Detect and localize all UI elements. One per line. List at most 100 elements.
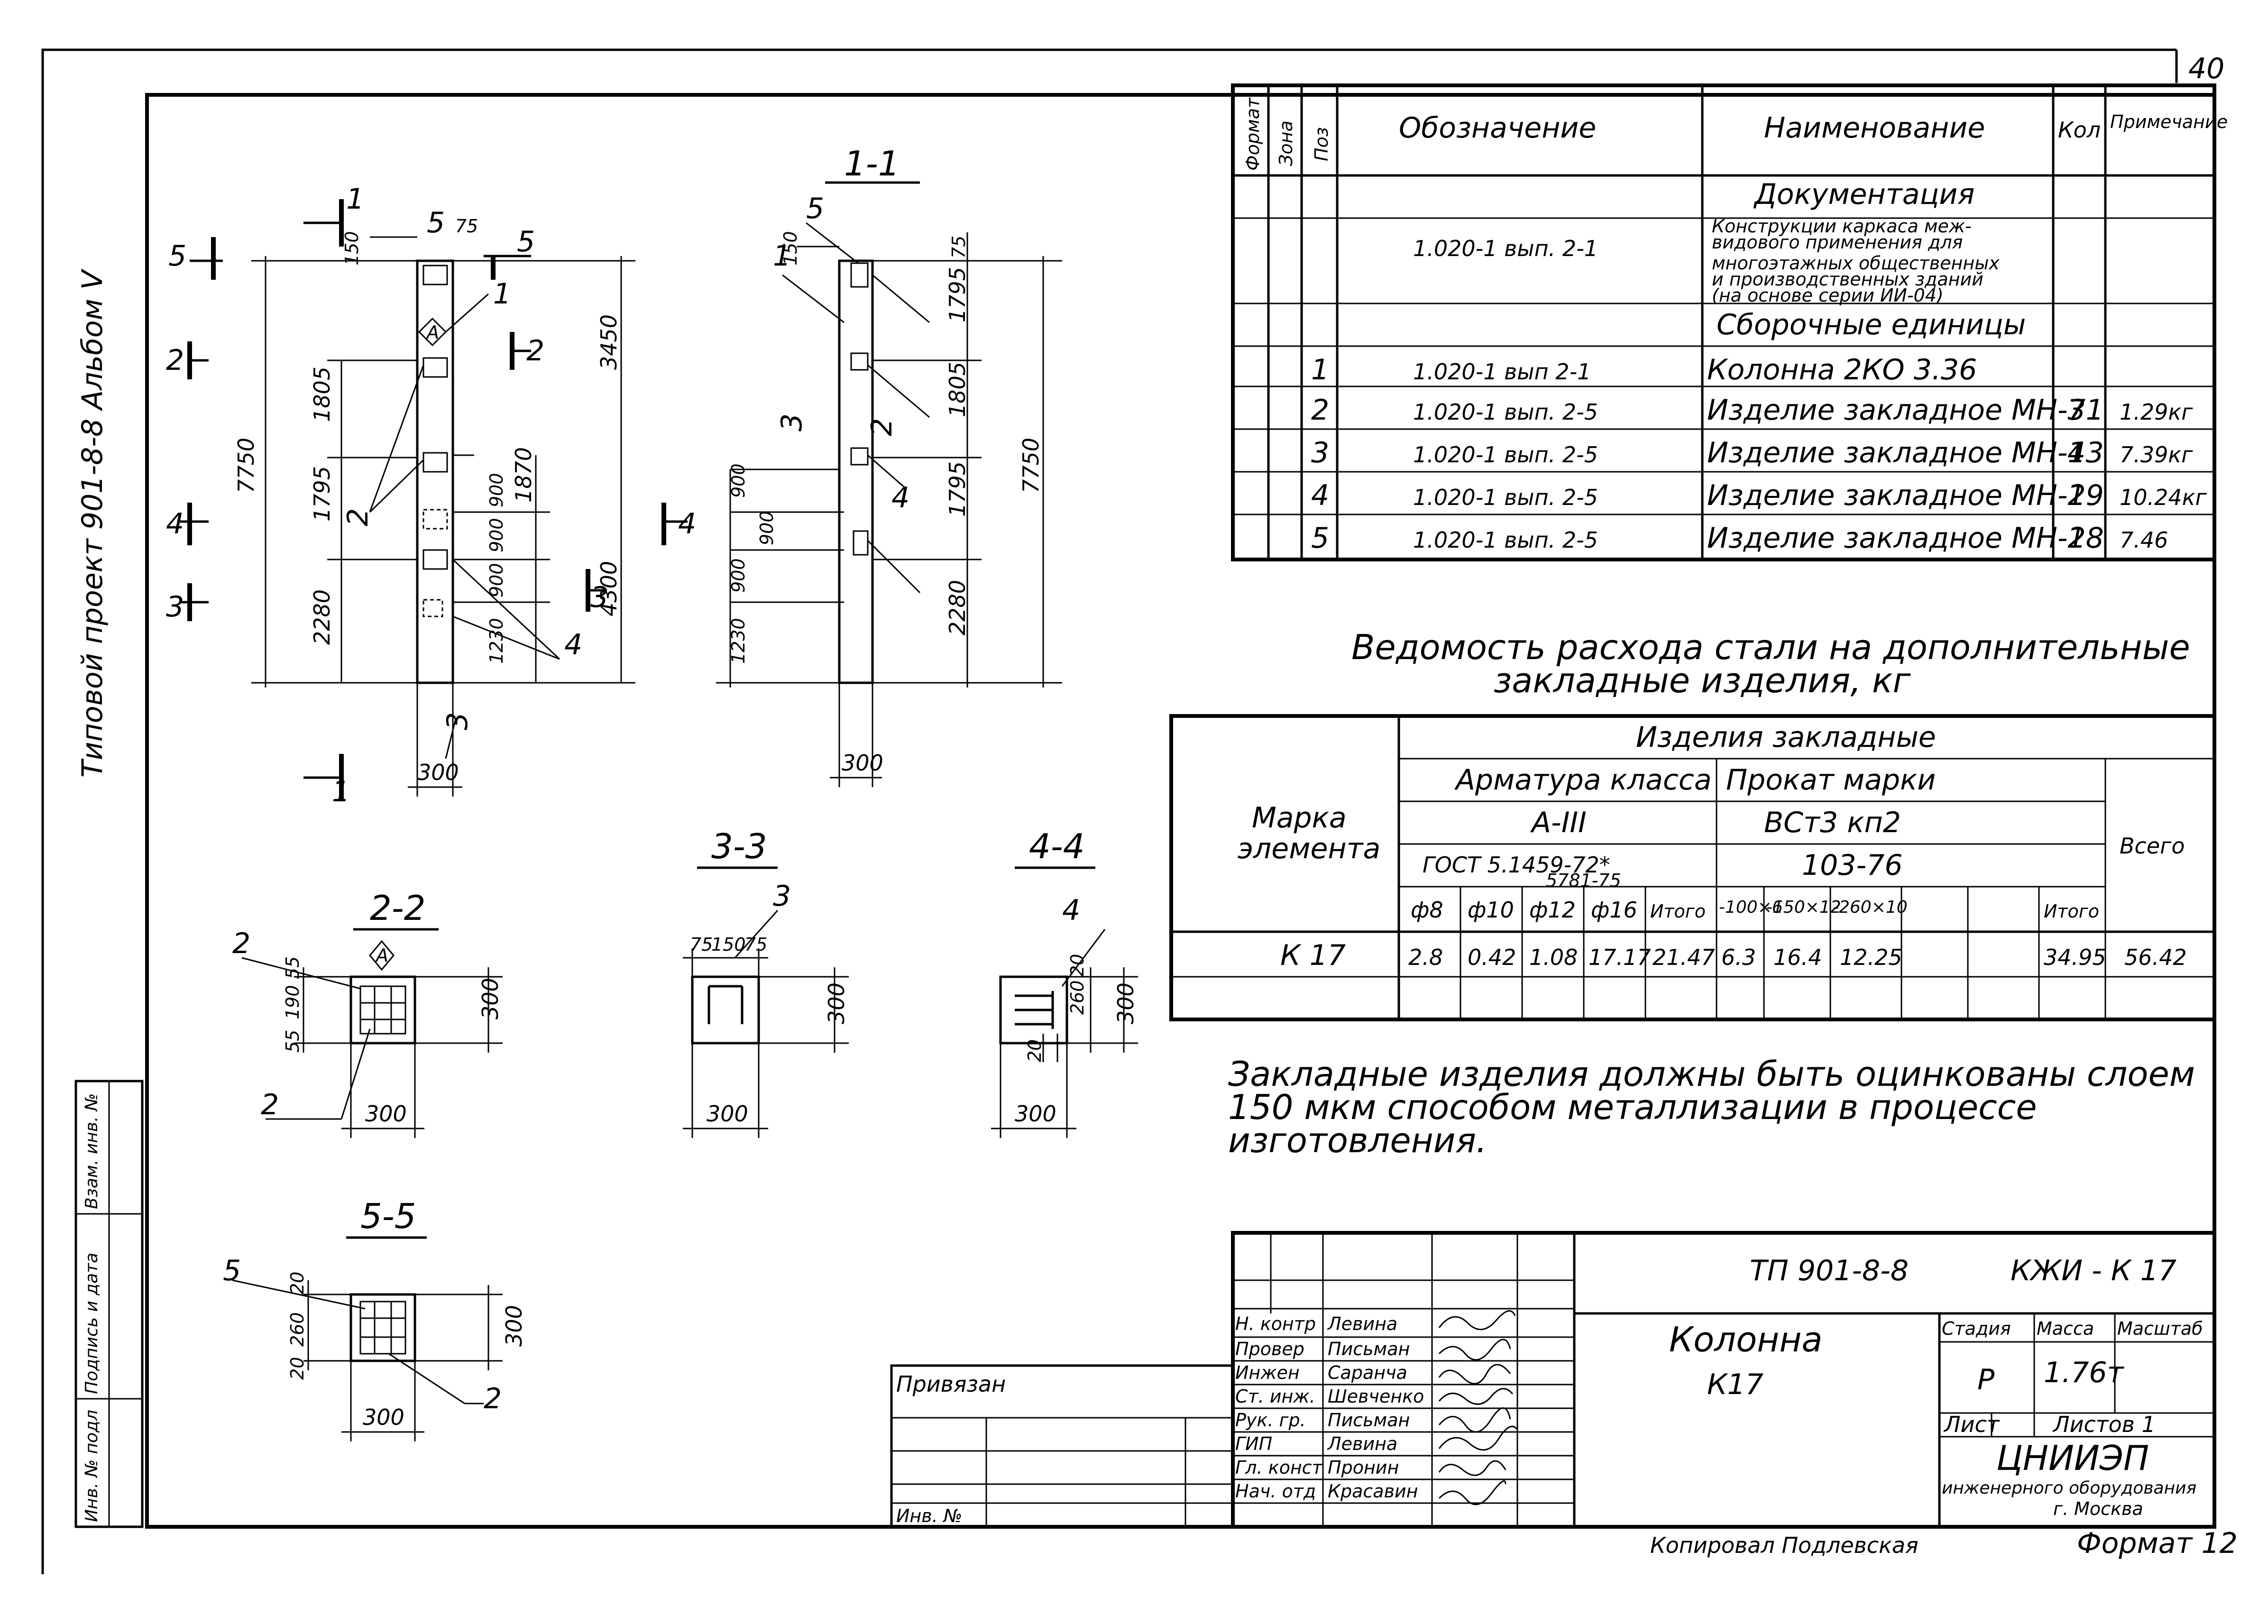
svg-text:75: 75 (455, 216, 478, 237)
svg-text:3: 3 (773, 880, 791, 913)
svg-text:1795: 1795 (309, 466, 335, 522)
svg-text:Левина: Левина (1327, 1313, 1397, 1334)
svg-text:5: 5 (1311, 522, 1329, 555)
svg-text:Формат: Формат (1242, 97, 1263, 171)
svg-text:Прокат марки: Прокат марки (1726, 763, 1936, 797)
signature (1438, 1339, 1511, 1361)
svg-text:1: 1 (2067, 522, 2085, 555)
svg-text:Инжен: Инжен (1235, 1362, 1300, 1383)
svg-text:К17: К17 (1707, 1368, 1763, 1401)
svg-text:и производственных зданий: и производственных зданий (1712, 269, 1983, 290)
section-4-4: 4-4 4 20 260 20 300 300 (991, 826, 1139, 1138)
svg-text:55: 55 (282, 956, 303, 979)
svg-text:Стадия: Стадия (1942, 1318, 2011, 1339)
svg-text:5: 5 (517, 225, 535, 258)
svg-text:Марка: Марка (1252, 801, 1347, 835)
section-3-3: 3-3 75 150 75 3 300 300 (683, 826, 849, 1138)
album-label: Типовой проект 901-8-8 Альбом V (76, 268, 109, 778)
svg-text:10.24кг: 10.24кг (2120, 485, 2207, 510)
svg-text:Взам. инв. №: Взам. инв. № (82, 1093, 101, 1209)
section-2-2: 2-2 А 2 2 55 190 55 300 300 (232, 888, 503, 1138)
note-text: Закладные изделия должны быть оцинкованы… (1228, 1054, 2195, 1160)
svg-text:150: 150 (341, 231, 362, 266)
spec-row: 5 1.020-1 вып. 2-5 Изделие закладное МН-… (1311, 522, 2168, 555)
signature (1438, 1480, 1506, 1505)
callout-a: А (425, 322, 439, 343)
svg-text:7.46: 7.46 (2120, 527, 2168, 553)
svg-text:4: 4 (2067, 436, 2085, 469)
svg-text:20: 20 (287, 1357, 308, 1380)
svg-text:75: 75 (690, 934, 713, 955)
svg-text:260: 260 (287, 1312, 308, 1347)
svg-text:ф12: ф12 (1529, 897, 1576, 923)
svg-text:1.020-1 вып 2-1: 1.020-1 вып 2-1 (1413, 359, 1591, 385)
svg-text:Подпись и дата: Подпись и дата (82, 1253, 101, 1394)
svg-text:1: 1 (2067, 479, 2085, 512)
svg-text:5781-75: 5781-75 (1546, 870, 1621, 891)
section-5-5: 5-5 5 2 20 260 20 300 300 (223, 1196, 527, 1441)
svg-text:Инв. №: Инв. № (896, 1505, 962, 1526)
svg-text:Итого: Итого (1650, 901, 1706, 922)
svg-text:2: 2 (484, 1382, 502, 1415)
svg-text:видового применения для: видового применения для (1712, 232, 1963, 253)
svg-text:изготовления.: изготовления. (1228, 1120, 1487, 1160)
svg-text:К 17: К 17 (1280, 939, 1346, 972)
svg-text:260: 260 (1067, 980, 1088, 1015)
svg-text:1795: 1795 (945, 461, 970, 517)
svg-text:3: 3 (590, 581, 608, 614)
signature (1438, 1388, 1514, 1405)
svg-text:Конструкции каркаса меж-: Конструкции каркаса меж- (1712, 216, 1972, 237)
svg-text:1230: 1230 (728, 618, 749, 664)
outer-frame (41, 48, 2176, 1574)
svg-text:900: 900 (756, 511, 777, 545)
svg-text:4-4: 4-4 (1029, 826, 1085, 866)
svg-text:А: А (375, 945, 388, 966)
svg-text:300: 300 (824, 982, 849, 1024)
spec-row: 4 1.020-1 вып. 2-5 Изделие закладное МН-… (1311, 479, 2207, 512)
svg-text:4: 4 (678, 507, 696, 541)
svg-text:ГОСТ 5.1459-72*: ГОСТ 5.1459-72* (1423, 852, 1610, 878)
svg-text:21.47: 21.47 (1653, 945, 1715, 970)
svg-text:190: 190 (282, 985, 303, 1019)
svg-text:55: 55 (282, 1030, 303, 1053)
svg-text:Саранча: Саранча (1328, 1362, 1407, 1383)
signature (1438, 1364, 1511, 1385)
svg-text:7750: 7750 (1018, 438, 1044, 493)
svg-text:20: 20 (1024, 1039, 1045, 1062)
svg-text:2: 2 (865, 418, 899, 436)
signature (1438, 1310, 1516, 1330)
svg-text:Н. контр: Н. контр (1235, 1313, 1316, 1334)
svg-text:2-2: 2-2 (370, 888, 426, 928)
svg-text:Обозначение: Обозначение (1399, 111, 1596, 145)
svg-text:Примечание: Примечание (2110, 111, 2228, 132)
svg-text:300: 300 (363, 1404, 404, 1430)
svg-text:ф16: ф16 (1591, 897, 1637, 923)
svg-text:-150×12: -150×12 (1766, 898, 1841, 917)
svg-text:1795: 1795 (945, 267, 970, 322)
svg-text:Рук. гр.: Рук. гр. (1235, 1410, 1306, 1431)
svg-text:1230: 1230 (486, 618, 507, 664)
svg-text:1.29кг: 1.29кг (2120, 399, 2193, 425)
steel-title-2: закладные изделия, кг (1494, 661, 1911, 700)
svg-text:1.020-1 вып. 2-5: 1.020-1 вып. 2-5 (1413, 527, 1598, 553)
svg-text:Зона: Зона (1276, 120, 1296, 166)
svg-text:Документация: Документация (1753, 178, 1974, 211)
svg-text:Всего: Всего (2120, 833, 2185, 859)
svg-text:75: 75 (744, 934, 767, 955)
svg-text:1: 1 (332, 775, 350, 808)
spec-row: 3 1.020-1 вып. 2-5 Изделие закладное МН-… (1311, 436, 2193, 469)
svg-text:900: 900 (486, 563, 507, 597)
spec-row: 2 1.020-1 вып. 2-5 Изделие закладное МН-… (1311, 394, 2193, 427)
svg-text:Арматура класса: Арматура класса (1454, 763, 1712, 797)
svg-text:1: 1 (493, 277, 511, 311)
svg-text:Лист: Лист (1943, 1412, 2000, 1437)
svg-text:150: 150 (780, 231, 801, 266)
svg-text:Р: Р (1977, 1363, 1995, 1396)
steel-title: Ведомость расхода стали на дополнительны… (1351, 627, 2190, 667)
svg-text:3: 3 (775, 413, 808, 431)
svg-text:300: 300 (1015, 1101, 1056, 1127)
column-elevation: А 7750 1805 1795 2280 3450 4300 1870 900… (166, 183, 696, 808)
svg-text:1.020-1 вып. 2-5: 1.020-1 вып. 2-5 (1413, 442, 1598, 468)
svg-text:3450: 3450 (596, 314, 622, 370)
svg-text:ф8: ф8 (1411, 897, 1443, 923)
